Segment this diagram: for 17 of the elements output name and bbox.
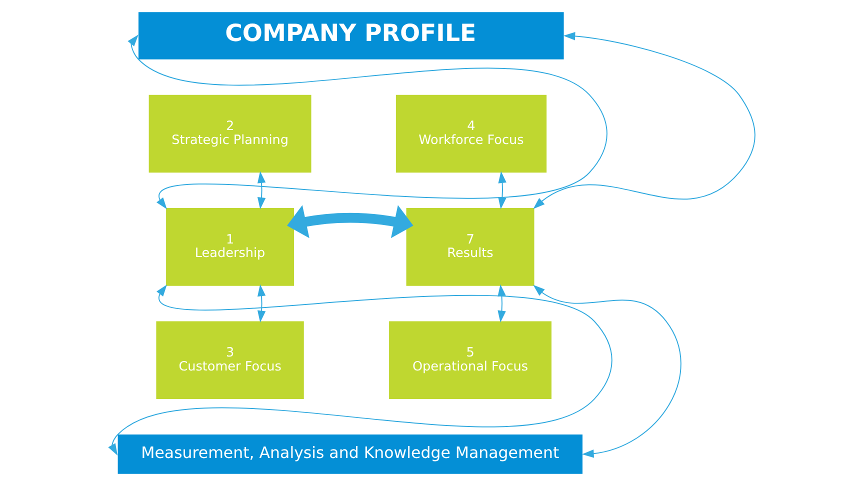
node-box: 4 Workforce Focus (395, 94, 546, 173)
node-box: 1 Leadership (166, 208, 294, 286)
arrow (108, 284, 612, 456)
node-box: 5 Operational Focus (388, 321, 551, 400)
node-box: 2 Strategic Planning (148, 94, 311, 173)
arrow (498, 171, 506, 210)
arrow (286, 205, 413, 238)
node-box: 3 Customer Focus (156, 321, 304, 400)
arrow (497, 284, 506, 322)
arrow (532, 284, 681, 458)
node-box: COMPANY PROFILE (138, 12, 564, 60)
arrow (256, 171, 266, 210)
node-box: 7 Results (406, 208, 534, 286)
arrow (532, 32, 755, 210)
arrow (127, 34, 607, 210)
arrow (256, 284, 266, 322)
node-box: Measurement, Analysis and Knowledge Management (117, 434, 582, 474)
